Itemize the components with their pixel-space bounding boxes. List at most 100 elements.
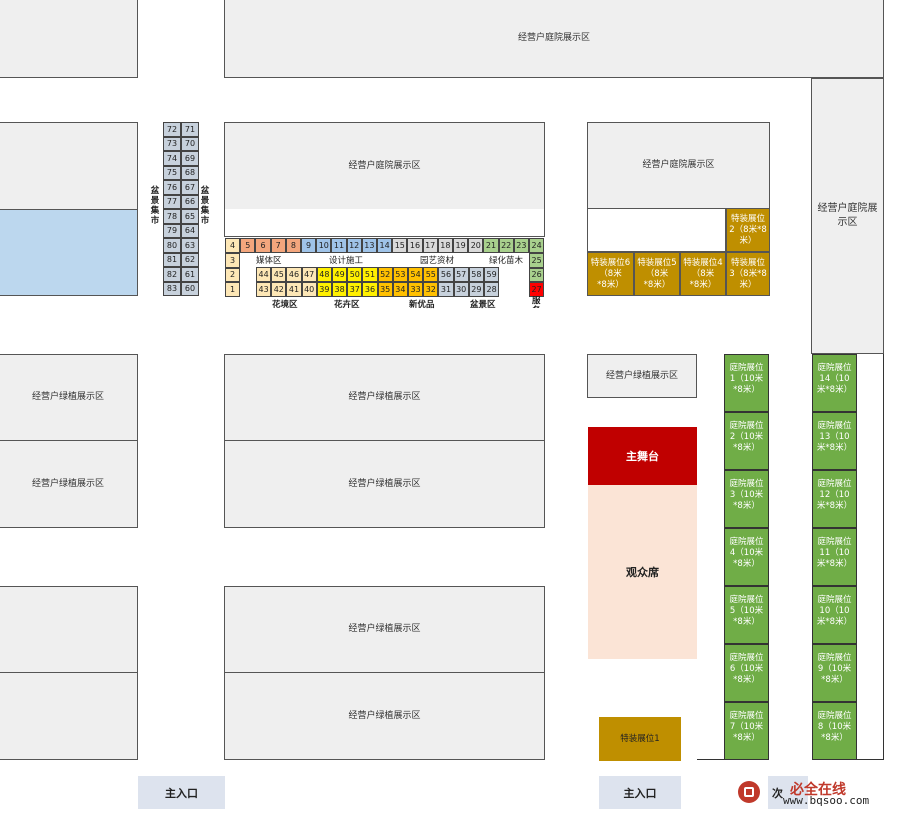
stall[interactable]: 43: [256, 282, 272, 297]
garden-display-zone-center[interactable]: 经营户庭院展示区: [224, 122, 545, 210]
stall[interactable]: 34: [392, 282, 408, 297]
green-display-zone-center-1[interactable]: 经营户绿植展示区: [224, 354, 545, 441]
bonsai-stall[interactable]: 81: [163, 252, 181, 267]
stall[interactable]: 40: [301, 282, 317, 297]
bonsai-stall[interactable]: 69: [181, 151, 199, 166]
stall[interactable]: 46: [286, 267, 302, 282]
stall[interactable]: 24: [529, 238, 545, 253]
green-display-zone-center-3[interactable]: 经营户绿植展示区: [224, 586, 545, 673]
stall[interactable]: 31: [438, 282, 454, 297]
stall[interactable]: 54: [408, 267, 424, 282]
stall[interactable]: 56: [438, 267, 454, 282]
special-booth-2[interactable]: 特装展位 2（8米*8 米）: [726, 208, 770, 252]
stall[interactable]: 16: [407, 238, 423, 253]
courtyard-booth[interactable]: 庭院展位 12（10 米*8米）: [812, 470, 857, 528]
bonsai-stall[interactable]: 60: [181, 281, 199, 296]
special-booth-5[interactable]: 特装展位5 （8米 *8米）: [634, 252, 680, 296]
blue-zone-left[interactable]: [0, 209, 138, 296]
green-display-zone-center-2[interactable]: 经营户绿植展示区: [224, 440, 545, 528]
special-booth-4[interactable]: 特装展位4 （8米 *8米）: [680, 252, 726, 296]
bonsai-stall[interactable]: 67: [181, 180, 199, 195]
garden-display-zone-top[interactable]: 经营户庭院展示区: [224, 0, 884, 78]
stall[interactable]: 22: [498, 238, 514, 253]
stall[interactable]: 13: [361, 238, 377, 253]
stall[interactable]: 7: [270, 238, 286, 253]
stall[interactable]: 33: [408, 282, 424, 297]
green-display-zone-center-4[interactable]: 经营户绿植展示区: [224, 672, 545, 760]
stall[interactable]: 55: [423, 267, 439, 282]
stall[interactable]: 50: [347, 267, 363, 282]
stall[interactable]: 30: [453, 282, 469, 297]
bonsai-stall[interactable]: 74: [163, 151, 181, 166]
stall[interactable]: 5: [240, 238, 256, 253]
courtyard-booth[interactable]: 庭院展位 14（10 米*8米）: [812, 354, 857, 412]
bonsai-stall[interactable]: 71: [181, 122, 199, 137]
courtyard-booth[interactable]: 庭院展位 9（10米 *8米）: [812, 644, 857, 702]
stall[interactable]: 53: [392, 267, 408, 282]
special-booth-3[interactable]: 特装展位 3（8米*8 米）: [726, 252, 770, 296]
stall[interactable]: 41: [286, 282, 302, 297]
stall[interactable]: 11: [331, 238, 347, 253]
stall[interactable]: 4: [225, 238, 241, 253]
bonsai-stall[interactable]: 65: [181, 209, 199, 224]
bonsai-stall[interactable]: 72: [163, 122, 181, 137]
stall[interactable]: 32: [423, 282, 439, 297]
stall[interactable]: 57: [453, 267, 469, 282]
stall[interactable]: 10: [316, 238, 332, 253]
stall[interactable]: 45: [271, 267, 287, 282]
stall[interactable]: 28: [484, 282, 500, 297]
bonsai-stall[interactable]: 66: [181, 194, 199, 209]
stall[interactable]: 29: [468, 282, 484, 297]
green-display-zone-left-2[interactable]: 经营户绿植展示区: [0, 440, 138, 528]
courtyard-booth[interactable]: 庭院展位 1（10米 *8米）: [724, 354, 769, 412]
stall[interactable]: 58: [468, 267, 484, 282]
stall[interactable]: 44: [256, 267, 272, 282]
stall[interactable]: 39: [316, 282, 332, 297]
stall[interactable]: 52: [377, 267, 393, 282]
secondary-entrance[interactable]: 次: [768, 776, 808, 809]
stall[interactable]: 12: [346, 238, 362, 253]
stall[interactable]: 25: [529, 253, 545, 268]
garden-display-zone-right-tall[interactable]: 经营户庭院展 示区: [811, 78, 884, 354]
special-booth-1[interactable]: 特装展位1: [599, 717, 681, 761]
courtyard-booth[interactable]: 庭院展位 11（10 米*8米）: [812, 528, 857, 586]
bonsai-stall[interactable]: 82: [163, 267, 181, 282]
stall[interactable]: 37: [347, 282, 363, 297]
bonsai-stall[interactable]: 73: [163, 136, 181, 151]
courtyard-booth[interactable]: 庭院展位 3（10米 *8米）: [724, 470, 769, 528]
stall[interactable]: 38: [332, 282, 348, 297]
bonsai-stall[interactable]: 70: [181, 136, 199, 151]
stall[interactable]: 48: [316, 267, 332, 282]
stall[interactable]: 59: [484, 267, 500, 282]
audience-seating[interactable]: 观众席: [588, 485, 697, 659]
bonsai-stall[interactable]: 79: [163, 223, 181, 238]
bonsai-stall[interactable]: 77: [163, 194, 181, 209]
courtyard-booth[interactable]: 庭院展位 4（10米 *8米）: [724, 528, 769, 586]
bonsai-stall[interactable]: 83: [163, 281, 181, 296]
green-display-zone-right-small[interactable]: 经营户绿植展示区: [587, 354, 697, 398]
stall[interactable]: 21: [483, 238, 499, 253]
stall[interactable]: 26: [529, 267, 545, 282]
stall[interactable]: 3: [225, 253, 241, 268]
stall[interactable]: 27: [529, 282, 545, 297]
bonsai-stall[interactable]: 76: [163, 180, 181, 195]
stall[interactable]: 47: [301, 267, 317, 282]
main-stage[interactable]: 主舞台: [588, 427, 697, 485]
stall[interactable]: 35: [377, 282, 393, 297]
stall[interactable]: 15: [392, 238, 408, 253]
bonsai-stall[interactable]: 63: [181, 238, 199, 253]
bonsai-stall[interactable]: 68: [181, 165, 199, 180]
stall[interactable]: 9: [301, 238, 317, 253]
bonsai-stall[interactable]: 62: [181, 252, 199, 267]
stall[interactable]: 1: [225, 282, 241, 297]
garden-display-zone-top-left[interactable]: [0, 0, 138, 78]
courtyard-booth[interactable]: 庭院展位 6（10米 *8米）: [724, 644, 769, 702]
special-booth-6[interactable]: 特装展位6 （8米 *8米）: [587, 252, 634, 296]
stall[interactable]: 6: [255, 238, 271, 253]
main-entrance-1[interactable]: 主入口: [138, 776, 225, 809]
stall[interactable]: 19: [453, 238, 469, 253]
stall[interactable]: 17: [422, 238, 438, 253]
stall[interactable]: 23: [513, 238, 529, 253]
stall[interactable]: 18: [437, 238, 453, 253]
bonsai-stall[interactable]: 61: [181, 267, 199, 282]
